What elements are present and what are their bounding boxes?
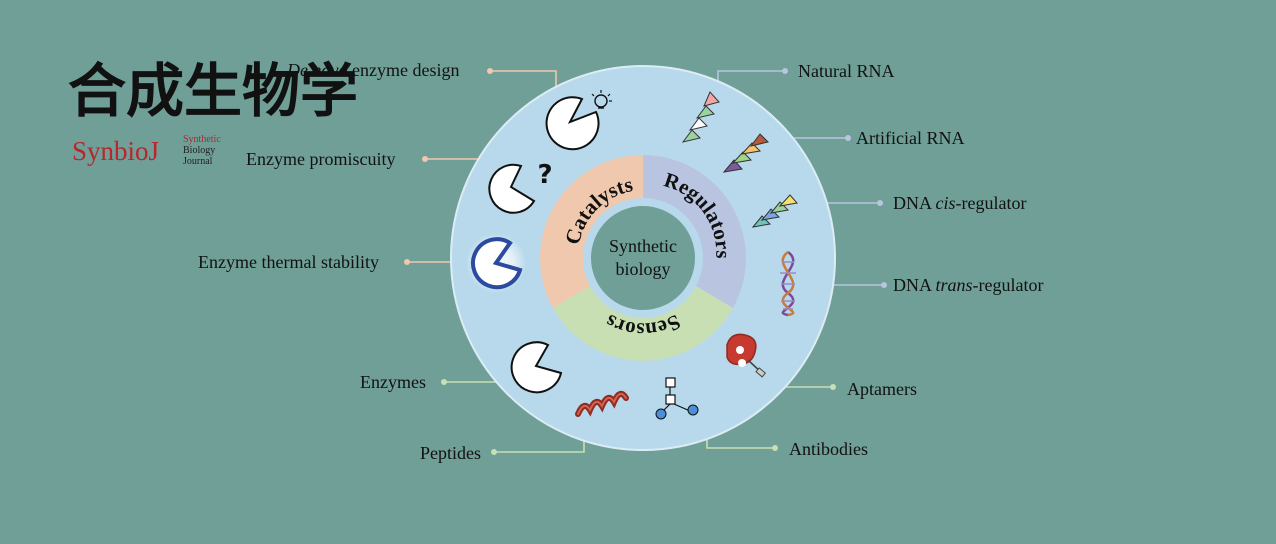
connector-dot — [782, 68, 788, 74]
dna-cis-post: -regulator — [955, 193, 1027, 213]
inner-disc — [591, 206, 695, 310]
de-novo-rest: enzyme design — [347, 60, 460, 80]
peptides-label: Peptides — [420, 443, 481, 463]
enzymes-icon — [510, 341, 563, 394]
dna-cis-regulator-label: DNA cis-regulator — [893, 194, 1026, 212]
sensors-sector — [553, 286, 733, 361]
journal-logo-english: SynbioJ — [72, 136, 160, 166]
dna-trans-post: -regulator — [972, 275, 1044, 295]
peptide-helix-icon — [575, 390, 629, 417]
artificial-rna-arrows-icon — [722, 133, 769, 173]
natural-rna-label: Natural RNA — [798, 61, 895, 81]
connector-dot — [422, 156, 428, 162]
artificial-rna-label: Artificial RNA — [856, 128, 965, 148]
de-novo-enzyme-design-label: De novo enzyme design — [287, 61, 459, 79]
antibody-glycan-icon — [655, 377, 699, 420]
connector-dot — [441, 379, 447, 385]
regulators-sector — [643, 155, 746, 308]
dna-cis-italic: cis — [935, 193, 956, 213]
left-connectors — [407, 70, 557, 263]
connector-dot — [845, 135, 851, 141]
dna-trans-pre: DNA — [893, 275, 936, 295]
connector-dot — [830, 384, 836, 390]
enzyme-thermal-stability-icon — [466, 233, 526, 293]
logo-sub-line-1: Synthetic — [183, 134, 221, 145]
connector-dot — [487, 68, 493, 74]
dna-helix-icon — [780, 250, 796, 317]
logo-sub-line-3: Journal — [183, 156, 213, 167]
catalysts-sector — [540, 155, 643, 308]
center-label-line-1: Synthetic — [609, 236, 677, 256]
de-novo-italic: De novo — [287, 60, 348, 80]
dna-cis-pre: DNA — [893, 193, 936, 213]
dna-trans-italic: trans — [935, 275, 973, 295]
connector-dot — [491, 449, 497, 455]
lightbulb-icon — [594, 94, 608, 108]
enzyme-design-icon — [545, 90, 612, 151]
dna-trans-regulator-label: DNA trans-regulator — [893, 276, 1044, 294]
enzyme-promiscuity-label: Enzyme promiscuity — [246, 149, 396, 169]
enzymes-label: Enzymes — [360, 372, 426, 392]
antibodies-label: Antibodies — [789, 439, 868, 459]
connector-dot — [881, 282, 887, 288]
center-label-line-2: biology — [615, 259, 670, 279]
enzyme-promiscuity-icon: ? — [488, 160, 553, 214]
connector-dot — [877, 200, 883, 206]
journal-logo-subtitle: Synthetic Biology Journal — [183, 134, 243, 167]
question-mark-icon: ? — [537, 160, 552, 190]
journal-logo-chinese: 合成生物学 — [68, 57, 359, 125]
enzyme-thermal-stability-label: Enzyme thermal stability — [198, 252, 379, 272]
logo-sub-line-2: Biology — [183, 145, 216, 156]
connector-dot — [772, 445, 778, 451]
dna-cis-arrows-icon — [751, 194, 798, 228]
sensor-connectors-left — [444, 381, 585, 453]
aptamers-label: Aptamers — [847, 379, 917, 399]
connector-dot — [404, 259, 410, 265]
aptamer-icon — [726, 333, 767, 378]
natural-rna-arrows-icon — [681, 91, 720, 143]
